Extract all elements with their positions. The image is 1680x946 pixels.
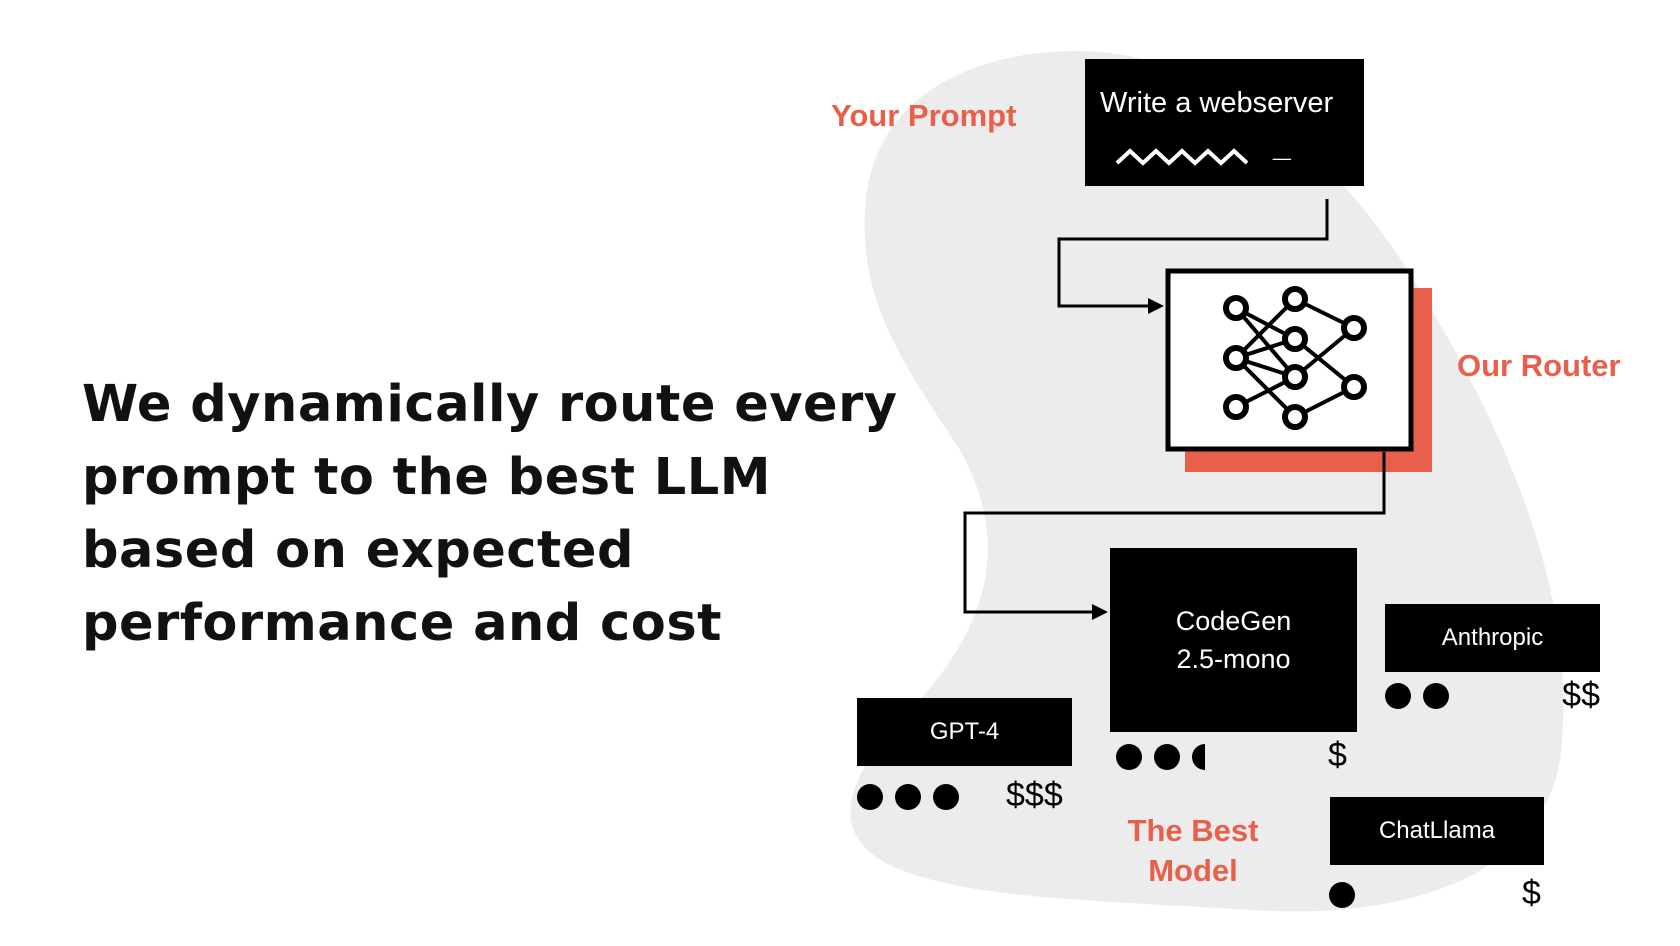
performance-dots (857, 784, 959, 810)
prompt-cursor: _ (1273, 127, 1291, 163)
headline: We dynamically route every prompt to the… (82, 368, 942, 660)
model-price: $ (1522, 874, 1541, 912)
headline-line: prompt to the best LLM (82, 448, 772, 507)
model-card-gpt4: GPT-4 (857, 698, 1072, 766)
your-prompt-label: Your Prompt (831, 98, 1017, 133)
headline-line: based on expected (82, 521, 635, 580)
headline-line: We dynamically route every (82, 375, 898, 434)
best-model-label: The Best Model (1113, 811, 1273, 891)
dot (1385, 683, 1411, 709)
our-router-label: Our Router (1457, 348, 1621, 383)
model-name: ChatLlama (1378, 817, 1496, 844)
squiggle-icon (1115, 148, 1249, 166)
model-card-chatllama: ChatLlama (1330, 797, 1544, 865)
dot (1154, 744, 1180, 770)
model-name: 2.5-mono (1176, 644, 1291, 674)
model-price: $$ (1562, 676, 1600, 714)
neural-network-icon (1223, 286, 1367, 430)
dot (1423, 683, 1449, 709)
model-card-codegen: CodeGen 2.5-mono (1110, 548, 1357, 732)
best-model-label-line: Model (1148, 853, 1238, 888)
dot (1329, 882, 1355, 908)
best-model-label-line: The Best (1127, 813, 1259, 848)
dot (933, 784, 959, 810)
model-card-anthropic: Anthropic (1385, 604, 1600, 672)
arrow-router-to-model (963, 452, 1386, 620)
performance-dots (1385, 683, 1449, 709)
model-price: $$$ (1006, 776, 1063, 814)
dot (1116, 744, 1142, 770)
headline-line: performance and cost (82, 594, 723, 653)
dot (857, 784, 883, 810)
model-name: Anthropic (1441, 624, 1544, 651)
half-dot (1192, 744, 1205, 770)
model-name: GPT-4 (929, 718, 1000, 745)
prompt-box: Write a webserver _ (1085, 59, 1364, 186)
prompt-text: Write a webserver (1100, 87, 1334, 119)
model-price: $ (1328, 736, 1347, 774)
model-name: CodeGen (1175, 606, 1292, 636)
performance-dots (1116, 744, 1205, 770)
performance-dots (1329, 882, 1355, 908)
arrow-prompt-to-router (1057, 199, 1329, 314)
dot (895, 784, 921, 810)
